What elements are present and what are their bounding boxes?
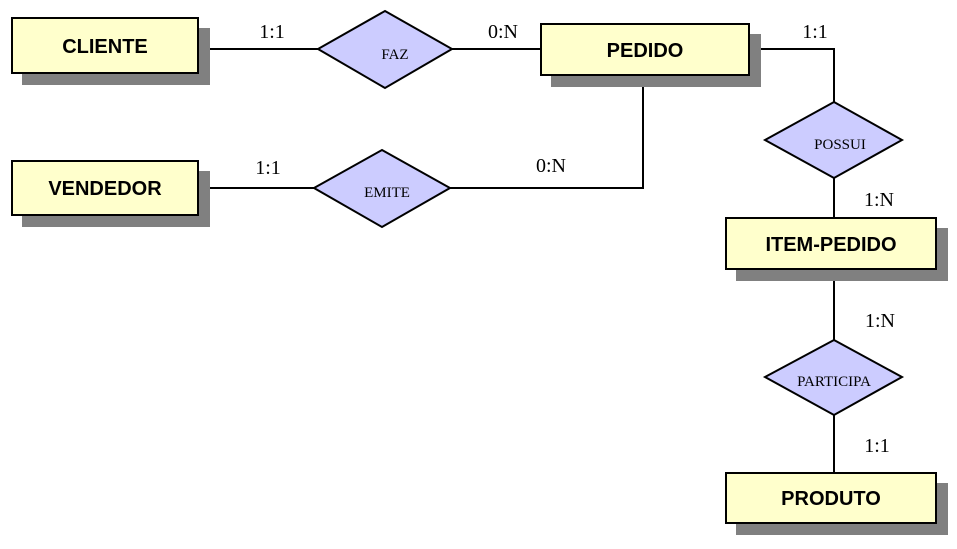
relationship-faz[interactable]: FAZ: [315, 9, 455, 90]
entity-label: CLIENTE: [62, 36, 148, 58]
line-emite-pedido: [450, 75, 644, 189]
cardinality-cliente-faz: 1:1: [259, 21, 285, 43]
relationship-diamond: [762, 338, 905, 417]
cardinality-pedido-possui: 1:1: [802, 21, 828, 43]
cardinality-participa-produto: 1:1: [864, 435, 890, 457]
cardinality-faz-pedido: 0:N: [488, 21, 518, 43]
relationship-label: POSSUI: [814, 137, 866, 153]
entity-cliente[interactable]: CLIENTE: [11, 17, 210, 85]
entity-box: [11, 17, 199, 74]
relationship-label: PARTICIPA: [797, 374, 871, 390]
relationship-label: FAZ: [381, 47, 408, 63]
relationship-label: EMITE: [364, 185, 410, 201]
relationship-diamond: [762, 100, 905, 180]
entity-box: [725, 217, 937, 270]
entity-box: [725, 472, 937, 524]
cardinality-vendedor-emite: 1:1: [255, 157, 281, 179]
line-pedido-possui: [749, 48, 835, 102]
entity-label: VENDEDOR: [48, 178, 162, 200]
entity-box: [11, 160, 199, 216]
relationship-emite[interactable]: EMITE: [311, 148, 453, 229]
connectors: [198, 48, 835, 473]
entity-vendedor[interactable]: VENDEDOR: [11, 160, 210, 227]
relationship-diamond: [311, 148, 453, 229]
cardinality-item-participa: 1:N: [865, 310, 895, 332]
entity-box: [540, 23, 750, 76]
entity-label: PRODUTO: [781, 488, 881, 510]
entity-label: ITEM-PEDIDO: [765, 234, 896, 256]
entity-label: PEDIDO: [607, 40, 684, 62]
relationship-diamond: [315, 9, 455, 90]
cardinality-labels: 1:1 0:N 1:1 0:N 1:1 1:N 1:N 1:1: [255, 21, 895, 457]
entity-pedido[interactable]: PEDIDO: [540, 23, 761, 87]
relationship-participa[interactable]: PARTICIPA: [762, 338, 905, 417]
relationship-possui[interactable]: POSSUI: [762, 100, 905, 180]
cardinality-possui-item: 1:N: [864, 189, 894, 211]
cardinality-emite-pedido: 0:N: [536, 155, 566, 177]
entity-item-pedido[interactable]: ITEM-PEDIDO: [725, 217, 948, 281]
entity-produto[interactable]: PRODUTO: [725, 472, 948, 535]
